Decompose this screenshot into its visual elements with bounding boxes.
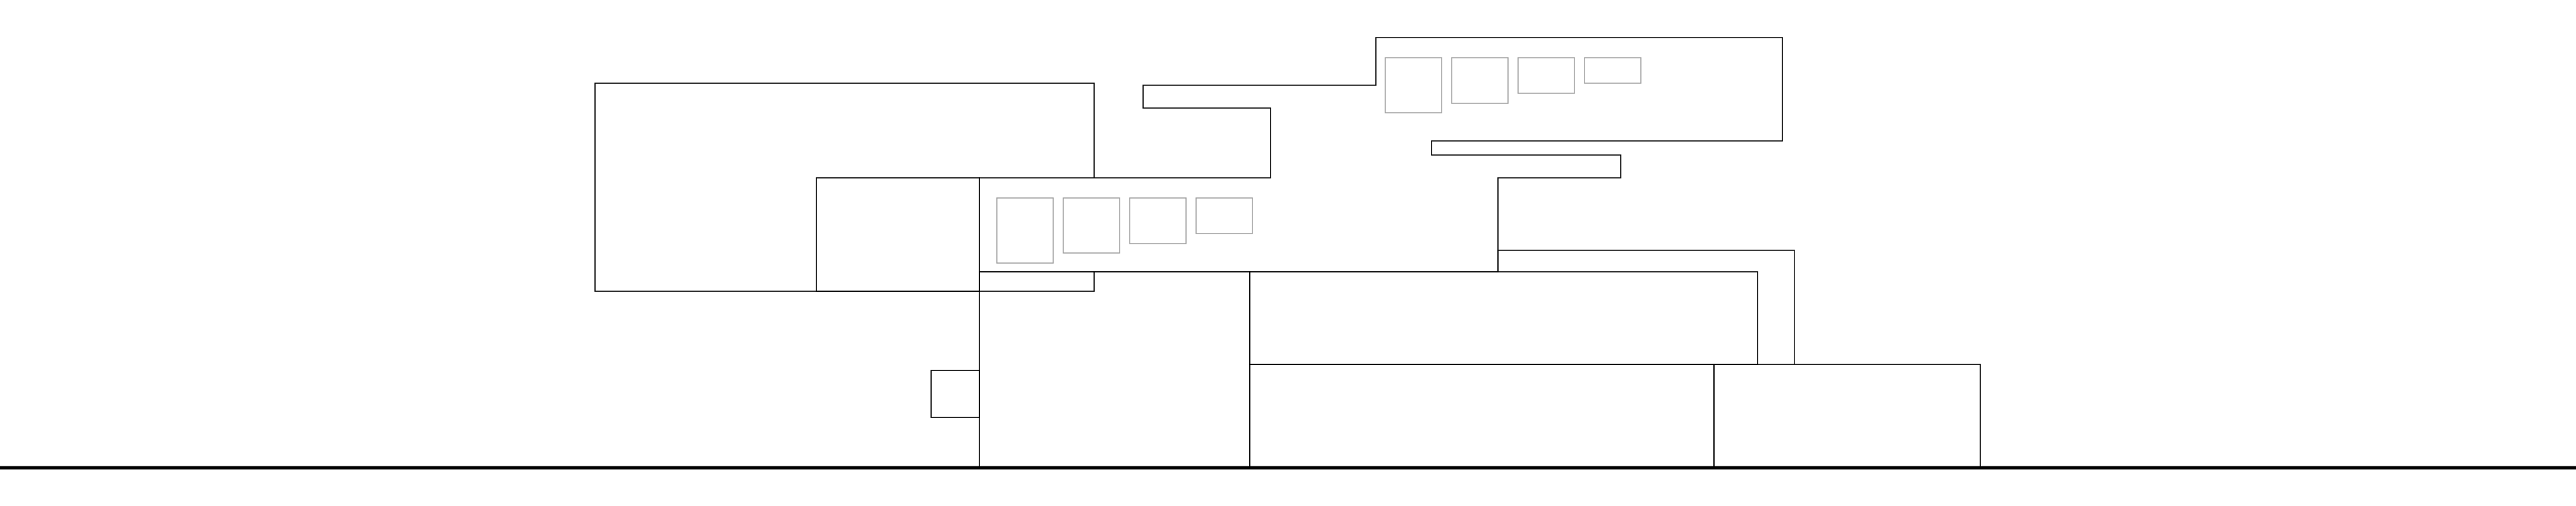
right-outline-block [1497,250,1795,364]
window [1129,197,1187,244]
window [1385,57,1442,113]
top-block-windows [1385,57,1642,113]
window [996,197,1054,264]
right-end-block [1713,364,1981,468]
middle-right-upper-block [1249,271,1758,365]
middle-right-lower-block [1249,364,1715,468]
window [1517,57,1575,94]
central-block-windows [996,197,1253,264]
window [1195,197,1253,234]
upper-central-block [979,37,1783,272]
small-side-box [930,370,980,418]
left-lower-block [816,177,980,292]
window [1063,197,1120,254]
window [1584,57,1642,84]
window [1451,57,1509,104]
central-lower-block [979,271,1250,468]
